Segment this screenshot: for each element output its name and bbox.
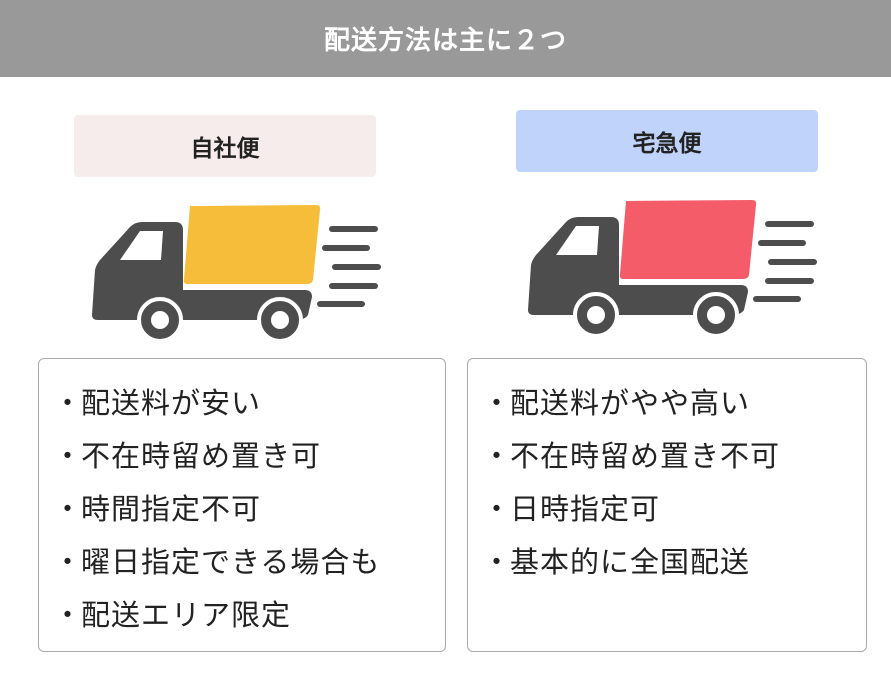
title-banner: 配送方法は主に２つ bbox=[0, 0, 891, 77]
bullet: ・ bbox=[53, 439, 84, 473]
bullet: ・ bbox=[53, 545, 84, 579]
bullet: ・ bbox=[53, 492, 84, 526]
list-item: ・不在時留め置き可 bbox=[53, 430, 445, 483]
bullet: ・ bbox=[482, 545, 513, 579]
item-text: 不在時留め置き可 bbox=[81, 439, 322, 473]
bullet: ・ bbox=[482, 439, 513, 473]
list-item: ・日時指定可 bbox=[482, 483, 866, 536]
list-item: ・配送エリア限定 bbox=[53, 589, 445, 642]
list-item: ・基本的に全国配送 bbox=[482, 536, 866, 589]
item-text: 配送料がやや高い bbox=[510, 386, 751, 420]
bullet: ・ bbox=[482, 386, 513, 420]
item-text: 日時指定可 bbox=[510, 492, 661, 526]
bullet: ・ bbox=[482, 492, 513, 526]
bullet: ・ bbox=[53, 598, 84, 632]
item-text: 配送エリア限定 bbox=[81, 598, 292, 632]
item-text: 不在時留め置き不可 bbox=[510, 439, 781, 473]
in-house-features-list: ・配送料が安い ・不在時留め置き可 ・時間指定不可 ・曜日指定できる場合も ・配… bbox=[38, 358, 446, 652]
item-text: 基本的に全国配送 bbox=[510, 545, 751, 579]
bullet: ・ bbox=[53, 386, 84, 420]
label-in-house-delivery: 自社便 bbox=[74, 115, 376, 177]
list-item: ・曜日指定できる場合も bbox=[53, 536, 445, 589]
list-item: ・配送料がやや高い bbox=[482, 377, 866, 430]
truck-icon bbox=[92, 205, 381, 343]
item-text: 時間指定不可 bbox=[81, 492, 262, 526]
takkyubin-features-list: ・配送料がやや高い ・不在時留め置き不可 ・日時指定可 ・基本的に全国配送 bbox=[467, 358, 867, 652]
truck-icon bbox=[528, 200, 817, 338]
item-text: 配送料が安い bbox=[81, 386, 262, 420]
label-takkyubin: 宅急便 bbox=[516, 110, 818, 172]
list-item: ・不在時留め置き不可 bbox=[482, 430, 866, 483]
list-item: ・配送料が安い bbox=[53, 377, 445, 430]
list-item: ・時間指定不可 bbox=[53, 483, 445, 536]
item-text: 曜日指定できる場合も bbox=[81, 545, 381, 579]
